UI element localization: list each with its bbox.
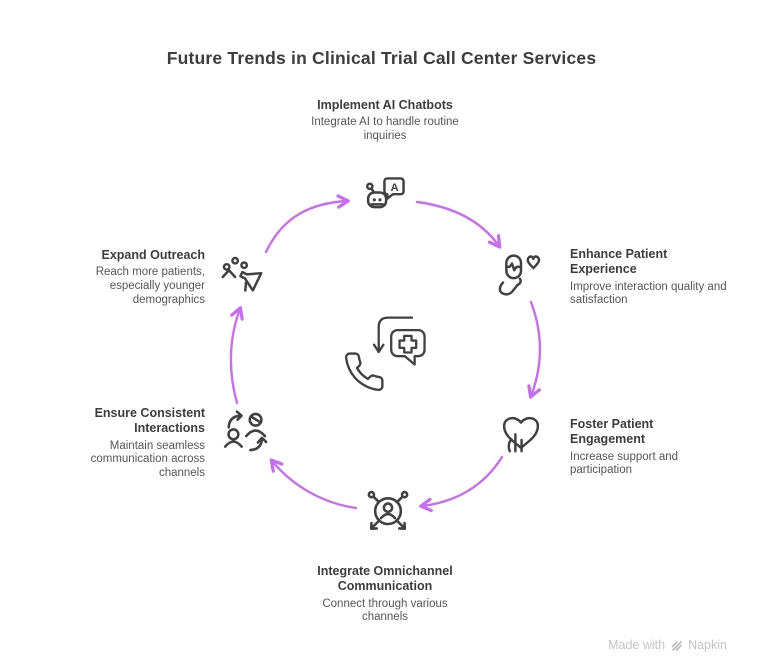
megaphone-outreach-icon (221, 256, 263, 292)
node-foster-patient-engagement: Foster Patient Engagement Increase suppo… (570, 417, 735, 478)
phone-medical-chat-icon (344, 316, 426, 392)
napkin-logo-icon (671, 640, 682, 651)
node-description: Reach more patients, especially younger … (95, 266, 205, 306)
ai-chatbot-icon: A (365, 177, 405, 209)
node-title: Enhance Patient Experience (570, 247, 668, 277)
arrow-chatbots-to-experience (415, 200, 502, 249)
arrow-outreach-to-chatbots (264, 194, 350, 254)
node-description: Connect through various channels (322, 597, 448, 624)
arrow-omnichannel-to-consistent (269, 458, 358, 510)
page-title: Future Trends in Clinical Trial Call Cen… (166, 48, 597, 68)
patient-heart-icon (498, 254, 541, 296)
node-title: Ensure Consistent Interactions (94, 406, 205, 436)
svg-text:A: A (391, 182, 399, 194)
napkin-watermark: Made with Napkin (608, 638, 727, 652)
watermark-brand: Napkin (688, 638, 727, 652)
node-description: Improve interaction quality and satisfac… (570, 280, 727, 307)
arrow-experience-to-engagement (527, 300, 542, 399)
heart-tap-icon (502, 416, 540, 453)
node-description: Maintain seamless communication across c… (90, 439, 205, 480)
node-title: Expand Outreach (101, 248, 206, 262)
node-integrate-omnichannel-communication: Integrate Omnichannel Communication Conn… (262, 564, 508, 625)
node-ensure-consistent-interactions: Ensure Consistent Interactions Maintain … (55, 406, 205, 481)
omnichannel-network-icon (367, 490, 409, 530)
user-exchange-icon (223, 410, 268, 452)
node-expand-outreach: Expand Outreach Reach more patients, esp… (60, 248, 205, 308)
node-title: Integrate Omnichannel Communication (317, 564, 453, 594)
node-description: Increase support and participation (570, 450, 679, 477)
node-description: Integrate AI to handle routine inquiries (311, 116, 459, 143)
node-implement-ai-chatbots: Implement AI Chatbots Integrate AI to ha… (258, 98, 512, 144)
node-title: Implement AI Chatbots (317, 98, 453, 112)
watermark-made-with: Made with (608, 638, 666, 652)
arrow-engagement-to-omnichannel (419, 455, 504, 513)
node-enhance-patient-experience: Enhance Patient Experience Improve inter… (570, 247, 735, 308)
node-title: Foster Patient Engagement (570, 417, 654, 447)
arrow-consistent-to-outreach (229, 306, 244, 405)
